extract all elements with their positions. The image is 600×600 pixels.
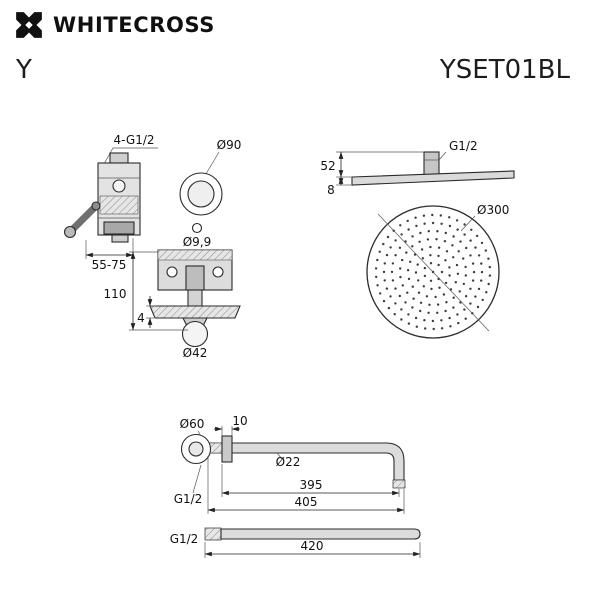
straight-arm-tube xyxy=(220,528,421,540)
dim-label-head-thread: G1/2 xyxy=(449,139,478,153)
model-number: YSET01BL xyxy=(439,55,570,85)
leader-line xyxy=(103,147,158,165)
shower-arm-straight-view: G1/2 420 xyxy=(170,527,421,558)
head-thread-nipple xyxy=(392,479,406,489)
title-row: Y YSET01BL xyxy=(14,55,586,85)
series-title: Y xyxy=(16,55,32,85)
dim-label-head-diameter: Ø300 xyxy=(477,203,509,217)
valve-front-hatch xyxy=(157,249,233,261)
showerhead-side-view: G1/2 52 8 xyxy=(320,139,515,197)
dim-label-install-depth: 55-75 xyxy=(92,258,127,272)
brand-row: WHITECROSS xyxy=(14,10,586,40)
dim-label-flange-diameter: Ø60 xyxy=(180,417,205,431)
shower-arm-wall-view: Ø60 10 Ø22 G1/2 395 405 xyxy=(174,414,406,514)
flange-inner-circle xyxy=(188,441,204,457)
showerhead-face-view: Ø300 xyxy=(366,203,509,339)
mixer-front-view: Ø42 110 4 xyxy=(104,249,241,360)
flange-side xyxy=(221,435,233,463)
lever-handle xyxy=(69,203,99,233)
handle-knob-circle xyxy=(181,320,209,348)
valve-stem xyxy=(187,289,203,307)
set-screw-circle xyxy=(191,222,203,234)
dim-label-head-thickness: 8 xyxy=(327,183,335,197)
lever-knob xyxy=(63,225,77,239)
head-plate-profile xyxy=(351,170,515,186)
brand-name: WHITECROSS xyxy=(53,13,215,37)
dim-label-head-height: 52 xyxy=(320,159,335,173)
leader-line xyxy=(197,430,202,437)
arm-tube xyxy=(207,442,405,481)
mixer-trim-view: Ø90 Ø9,9 xyxy=(179,138,242,249)
dim-label-handle-diameter: Ø42 xyxy=(183,346,208,360)
cartridge-front xyxy=(185,265,205,291)
port-circle xyxy=(212,266,224,278)
dim-label-pin-diameter: Ø9,9 xyxy=(183,235,212,249)
dim-label-flange-depth: 10 xyxy=(232,414,247,428)
dim-label-height: 110 xyxy=(104,287,127,301)
port-circle xyxy=(166,266,178,278)
whitecross-x-logo-icon xyxy=(16,12,42,38)
valve-bottom-port xyxy=(111,234,129,243)
valve-cartridge xyxy=(103,221,135,235)
valve-hatch-detail xyxy=(99,195,139,215)
dim-label-tube-diameter: Ø22 xyxy=(276,455,301,469)
dim-label-straight-length: 420 xyxy=(301,539,324,553)
dim-label-length-overall: 405 xyxy=(295,495,318,509)
dim-label-arm-thread: G1/2 xyxy=(174,492,203,506)
valve-top-port xyxy=(109,152,129,164)
dim-label-straight-thread: G1/2 xyxy=(170,532,199,546)
dim-label-ports-thread: 4-G1/2 xyxy=(113,133,154,147)
valve-screw-detail xyxy=(112,179,126,193)
head-connector-stub xyxy=(423,151,440,176)
header: WHITECROSS Y YSET01BL xyxy=(0,0,600,85)
leader-line xyxy=(276,452,283,460)
mixer-side-view: 4-G1/2 55-75 xyxy=(63,133,158,272)
nozzle-dots xyxy=(374,213,492,331)
escutcheon-plate xyxy=(149,305,241,319)
dim-label-plate-thickness: 4 xyxy=(137,311,145,325)
leader-line xyxy=(192,464,202,494)
trim-inner-circle xyxy=(187,180,215,208)
dim-label-trim-diameter: Ø90 xyxy=(217,138,242,152)
straight-arm-thread xyxy=(204,527,222,541)
leader-line xyxy=(205,151,220,175)
dim-label-length-to-center: 395 xyxy=(300,478,323,492)
leader-line xyxy=(460,215,476,232)
lever-pivot xyxy=(91,201,101,211)
